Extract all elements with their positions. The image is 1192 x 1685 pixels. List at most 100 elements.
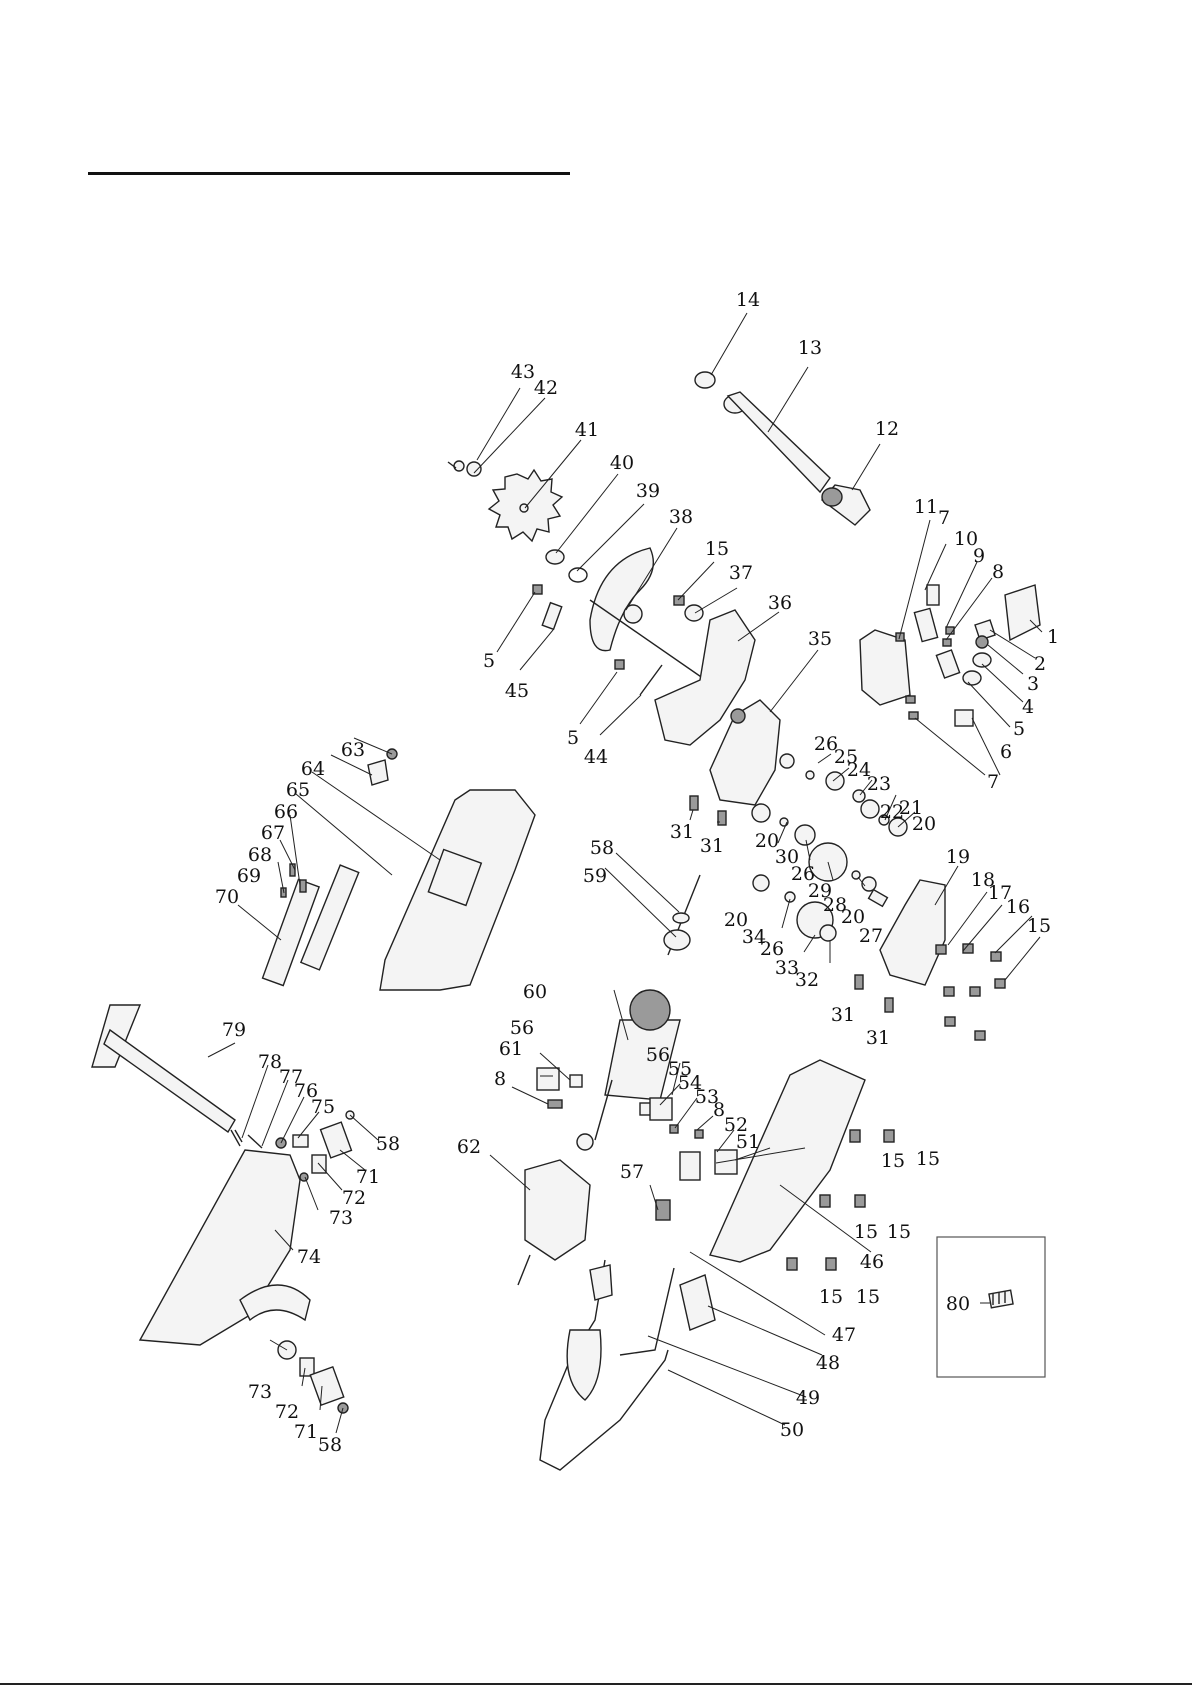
callout-26-c: 26 [760,938,784,960]
callout-54: 54 [678,1072,702,1094]
callout-6: 6 [1000,741,1012,763]
callout-7-a: 7 [938,507,950,529]
callout-31-a: 31 [670,821,694,843]
callout-69: 69 [237,865,261,887]
callout-15-c: 15 [881,1150,905,1172]
callout-46: 46 [860,1251,884,1273]
callout-57: 57 [620,1161,644,1183]
callout-20-c: 20 [841,906,865,928]
callout-5-c: 5 [1013,718,1025,740]
callout-75: 75 [311,1096,335,1118]
callout-44: 44 [584,746,608,768]
callout-8-c: 8 [713,1099,725,1121]
callout-73-a: 73 [329,1207,353,1229]
callout-31-d: 31 [866,1027,890,1049]
callout-39: 39 [636,480,660,502]
callout-33: 33 [775,957,799,979]
callout-14: 14 [736,289,760,311]
callout-19: 19 [946,846,970,868]
callout-lines [207,312,1043,1434]
callout-34: 34 [742,926,766,948]
callout-72-a: 72 [342,1187,366,1209]
callout-67: 67 [261,822,285,844]
callout-59: 59 [583,865,607,887]
callout-15-h: 15 [856,1286,880,1308]
callout-15-f: 15 [887,1221,911,1243]
callout-76: 76 [294,1080,318,1102]
callout-50: 50 [780,1419,804,1441]
callout-20-a: 20 [912,813,936,835]
callout-36: 36 [768,592,792,614]
callout-24: 24 [847,759,871,781]
callout-13: 13 [798,337,822,359]
callout-7-b: 7 [987,771,999,793]
callout-1: 1 [1047,626,1059,648]
callout-68: 68 [248,844,272,866]
callout-48: 48 [816,1352,840,1374]
callout-8-a: 8 [992,561,1004,583]
callout-15-b: 15 [1027,915,1051,937]
callout-15-e: 15 [854,1221,878,1243]
callout-38: 38 [669,506,693,528]
callout-16: 16 [1006,896,1030,918]
callout-2: 2 [1034,653,1046,675]
accessory-inset-box [936,1236,1046,1378]
callout-78: 78 [258,1051,282,1073]
callout-31-b: 31 [700,835,724,857]
callout-77: 77 [279,1066,303,1088]
callout-53: 53 [695,1086,719,1108]
saw-blade-drawing [447,460,564,543]
callout-43: 43 [511,361,535,383]
callout-80: 80 [946,1293,970,1315]
callout-49: 49 [796,1387,820,1409]
header-rule [88,172,570,175]
callout-40: 40 [610,452,634,474]
callout-21: 21 [899,797,923,819]
callout-58-c: 58 [318,1434,342,1456]
callout-61: 61 [499,1038,523,1060]
callout-52: 52 [724,1114,748,1136]
callout-65: 65 [286,779,310,801]
callout-56-a: 56 [510,1017,534,1039]
callout-47: 47 [832,1324,856,1346]
callout-28: 28 [823,894,847,916]
callout-56-b: 56 [646,1044,670,1066]
callout-22: 22 [880,801,904,823]
part-illustrations [91,371,1041,1471]
callout-58-b: 58 [376,1133,400,1155]
callout-71-a: 71 [356,1166,380,1188]
callout-3: 3 [1027,673,1039,695]
callout-70: 70 [215,886,239,908]
callout-30: 30 [775,846,799,868]
callout-15-top: 15 [705,538,729,560]
callout-45: 45 [505,680,529,702]
callout-35: 35 [808,628,832,650]
callout-26-a: 26 [814,733,838,755]
callout-labels: 14 13 12 43 42 41 40 39 38 15 37 36 35 5… [215,289,1059,1456]
callout-15-d: 15 [916,1148,940,1170]
callout-8-b: 8 [494,1068,506,1090]
bottom-rule [0,1683,1192,1685]
callout-62: 62 [457,1136,481,1158]
callout-74: 74 [297,1246,321,1268]
callout-42: 42 [534,377,558,399]
callout-73-b: 73 [248,1381,272,1403]
callout-55: 55 [668,1058,692,1080]
callout-41: 41 [575,419,599,441]
callout-5-b: 5 [567,727,579,749]
callout-15-g: 15 [819,1286,843,1308]
callout-27: 27 [859,925,883,947]
callout-18: 18 [971,869,995,891]
callout-26-b: 26 [791,863,815,885]
callout-66: 66 [274,801,298,823]
callout-71-b: 71 [294,1421,318,1443]
callout-23: 23 [867,773,891,795]
callout-4: 4 [1022,696,1034,718]
callout-20-d: 20 [724,909,748,931]
callout-31-c: 31 [831,1004,855,1026]
callout-58-a: 58 [590,837,614,859]
callout-9: 9 [973,545,985,567]
callout-64: 64 [301,758,325,780]
callout-37: 37 [729,562,753,584]
callout-29: 29 [808,880,832,902]
